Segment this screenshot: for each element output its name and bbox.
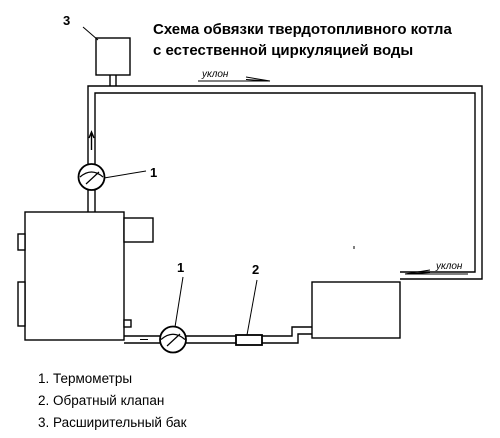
slope-arrow-right — [404, 269, 468, 275]
leader-line-3 — [82, 26, 99, 41]
boiler-body — [24, 211, 125, 341]
supply-pipe-inner — [94, 92, 476, 273]
boiler-door-hinge-top — [17, 233, 26, 251]
leader-line-2 — [246, 279, 258, 336]
diagram-title-line-2: с естественной циркуляцией воды — [153, 42, 413, 59]
legend-list: 1. Термометры 2. Обратный клапан 3. Расш… — [38, 368, 187, 434]
leader-line-1-top — [103, 170, 147, 179]
slope-arrow-top — [198, 76, 271, 82]
check-valve — [235, 334, 263, 346]
boiler-door-hinge-bottom — [17, 281, 26, 327]
thermometer-bottom — [159, 325, 187, 354]
callout-check-valve: 2 — [252, 262, 259, 277]
legend-item-thermometers: 1. Термометры — [38, 371, 133, 386]
radiator — [311, 281, 401, 339]
slope-label-right: уклон — [435, 261, 463, 272]
thermometer-top — [77, 163, 106, 191]
return-pipe-outer — [124, 326, 312, 337]
callout-thermometer-top: 1 — [150, 165, 157, 180]
legend-item-check-valve: 2. Обратный клапан — [38, 393, 165, 408]
expansion-tank — [95, 37, 131, 76]
supply-pipe-outer — [87, 85, 483, 280]
callout-thermometer-bottom: 1 — [177, 260, 184, 275]
boiler-return-nozzle — [123, 319, 132, 328]
legend-item-expansion-tank: 3. Расширительный бак — [38, 415, 187, 430]
slope-label-top: уклон — [201, 69, 229, 80]
boiler-flue — [123, 217, 154, 243]
flow-up-arrow — [88, 130, 95, 150]
callout-expansion-tank: 3 — [63, 13, 70, 28]
return-pipe-inner — [124, 333, 312, 344]
diagram-title-line-1: Схема обвязки твердотопливного котла — [153, 21, 452, 38]
leader-line-1-bottom — [174, 276, 184, 328]
